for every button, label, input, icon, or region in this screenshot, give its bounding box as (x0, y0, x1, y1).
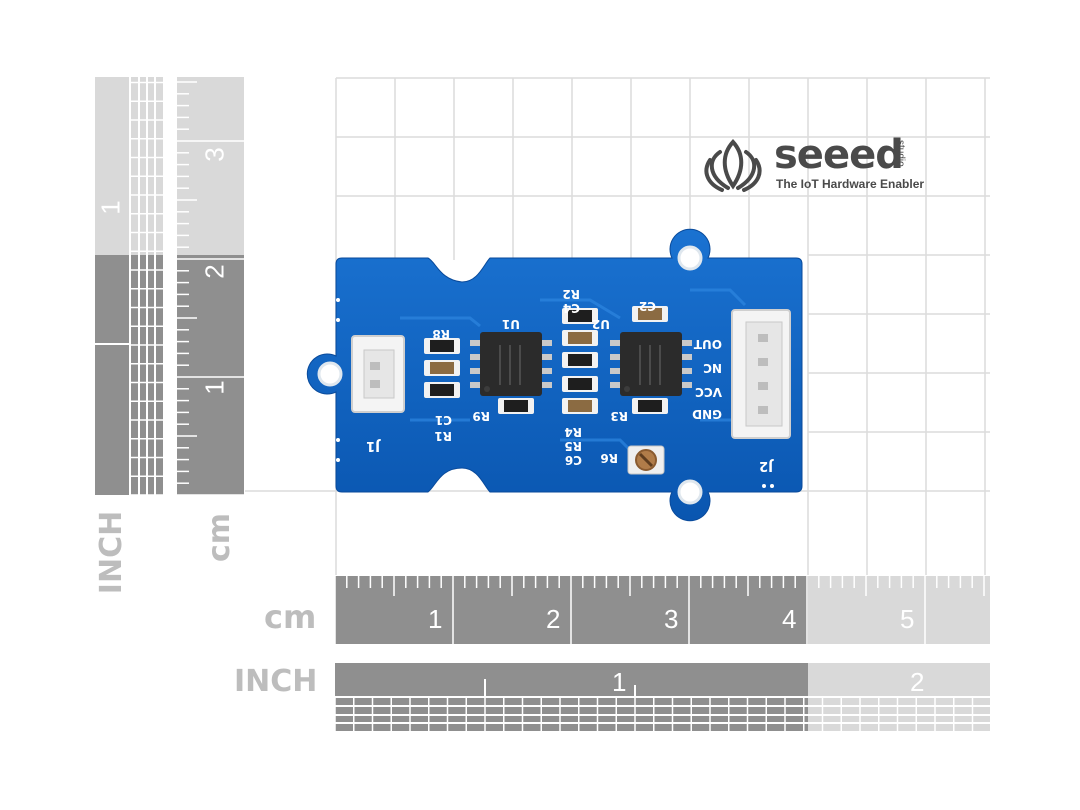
label-out: OUT (693, 337, 722, 351)
label-j1: J1 (366, 438, 381, 453)
label-r5: R5 (564, 439, 582, 453)
cm-h-4: 4 (782, 604, 797, 634)
inch-horizontal-label: INCH (234, 664, 318, 699)
pcb-outline (306, 228, 803, 522)
label-r9: R9 (472, 409, 490, 423)
inch-h-1: 1 (612, 667, 627, 697)
vertical-cm-ruler (177, 77, 244, 495)
brand-name: seeed (774, 132, 904, 178)
smd-components (424, 306, 668, 414)
brand-tagline: The IoT Hardware Enabler (776, 177, 925, 191)
u2-chip (610, 332, 692, 396)
label-c2: C2 (639, 299, 656, 313)
cm-h-3: 3 (664, 604, 679, 634)
horizontal-cm-ruler (335, 576, 990, 644)
label-r8: R8 (432, 327, 450, 341)
mounting-hole (677, 245, 703, 271)
label-c4: C4 (563, 301, 580, 315)
cm-horizontal-label: cm (264, 598, 317, 636)
label-r2: R2 (562, 287, 580, 301)
label-c6: C6 (565, 453, 582, 467)
j2-connector (731, 309, 791, 439)
label-gnd: GND (692, 407, 722, 421)
inch-h-2: 2 (910, 667, 925, 697)
r6-potentiometer (627, 445, 665, 475)
cm-h-5: 5 (900, 604, 915, 634)
mounting-hole (677, 479, 703, 505)
mounting-hole (317, 361, 343, 387)
label-j2: J2 (759, 458, 774, 473)
cm-h-2: 2 (546, 604, 561, 634)
label-c1: C1 (435, 413, 452, 427)
vertical-inch-ruler (95, 77, 163, 495)
leaf-logo-icon (704, 139, 762, 192)
label-r6: R6 (600, 451, 618, 465)
label-u2: U2 (592, 317, 610, 331)
label-nc: NC (703, 361, 722, 375)
cm-h-1: 1 (428, 604, 443, 634)
horizontal-inch-ruler (335, 663, 990, 731)
j1-connector (351, 335, 405, 413)
seeed-logo: seeed studio The IoT Hardware Enabler (700, 132, 940, 196)
label-vcc: VCC (695, 385, 722, 399)
u1-chip (470, 332, 552, 396)
label-r3: R3 (610, 409, 628, 423)
label-r1: R1 (434, 429, 452, 443)
label-r4: R4 (564, 425, 582, 439)
label-u1: U1 (502, 317, 520, 331)
